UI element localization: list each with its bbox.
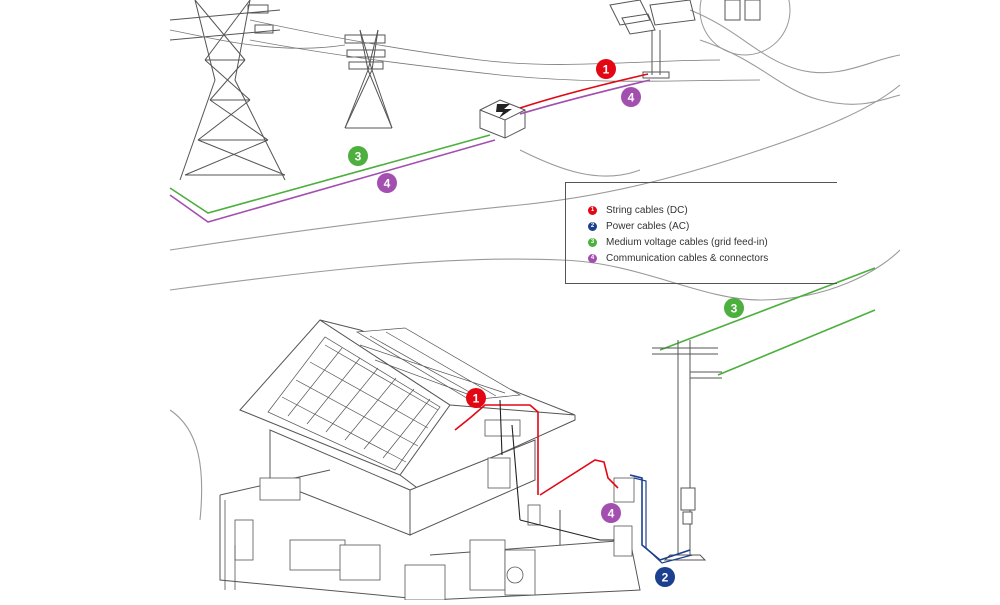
power-cable-ac (629, 474, 691, 561)
solar-tracker (609, 0, 791, 79)
transmission-tower-large (169, 0, 286, 181)
badge-top-comm: 4 (621, 87, 641, 107)
contour-line (699, 39, 901, 105)
communication-cable-tracker (519, 79, 651, 115)
legend: 1 String cables (DC) 2 Power cables (AC)… (565, 182, 837, 284)
legend-label: Medium voltage cables (grid feed-in) (606, 236, 768, 248)
string-cable-inverter (539, 459, 619, 496)
legend-item-power-cables: 2 Power cables (AC) (588, 219, 689, 233)
svg-text:2: 2 (662, 571, 669, 585)
legend-dot: 1 (588, 205, 597, 215)
svg-text:4: 4 (608, 507, 615, 521)
legend-dot: 3 (588, 237, 597, 247)
svg-text:3: 3 (731, 302, 738, 316)
badge-left-mv: 3 (348, 146, 368, 166)
svg-text:1: 1 (473, 392, 480, 406)
badge-right-mv: 3 (724, 298, 744, 318)
badge-house-power: 2 (655, 567, 675, 587)
legend-dot: 2 (588, 221, 597, 231)
svg-text:3: 3 (355, 150, 362, 164)
legend-item-medium-voltage: 3 Medium voltage cables (grid feed-in) (588, 235, 768, 249)
contour-line (169, 409, 203, 521)
legend-item-string-cables: 1 String cables (DC) (588, 203, 688, 217)
string-cable-top (519, 73, 649, 109)
house-wiring (499, 399, 521, 521)
contour-line (169, 249, 901, 301)
medium-voltage-cable-top (169, 134, 491, 214)
house-wiring (519, 519, 614, 541)
legend-label: Communication cables & connectors (606, 252, 769, 264)
house-interior (224, 419, 635, 601)
svg-text:4: 4 (384, 177, 391, 191)
contour-line (689, 9, 901, 74)
svg-text:4: 4 (628, 91, 635, 105)
power-cable-ac-return (633, 477, 693, 564)
overhead-wires (169, 19, 761, 82)
landscape-contours (169, 9, 901, 521)
transmission-tower-small (344, 29, 393, 129)
string-cable-roof (454, 404, 539, 495)
communication-cable-top (169, 139, 496, 223)
inverter-box (613, 477, 635, 503)
medium-voltage-cable-right-lower (717, 309, 876, 376)
utility-pole (652, 340, 722, 561)
legend-label: Power cables (AC) (606, 220, 690, 232)
badge-left-comm: 4 (377, 173, 397, 193)
badge-top-string: 1 (596, 59, 616, 79)
svg-text:1: 1 (603, 63, 610, 77)
badge-roof-string: 1 (466, 388, 486, 408)
contour-line (519, 149, 641, 177)
badge-house-comm: 4 (601, 503, 621, 523)
legend-label: String cables (DC) (606, 204, 688, 216)
contour-line (169, 84, 901, 251)
legend-item-communication: 4 Communication cables & connectors (588, 251, 768, 265)
legend-dot: 4 (588, 253, 597, 263)
meter-box (613, 525, 633, 557)
substation-box (479, 99, 526, 139)
lightning-bolt-icon (496, 104, 512, 118)
medium-voltage-cable-right (659, 267, 876, 351)
roof-solar-panels (267, 327, 522, 471)
